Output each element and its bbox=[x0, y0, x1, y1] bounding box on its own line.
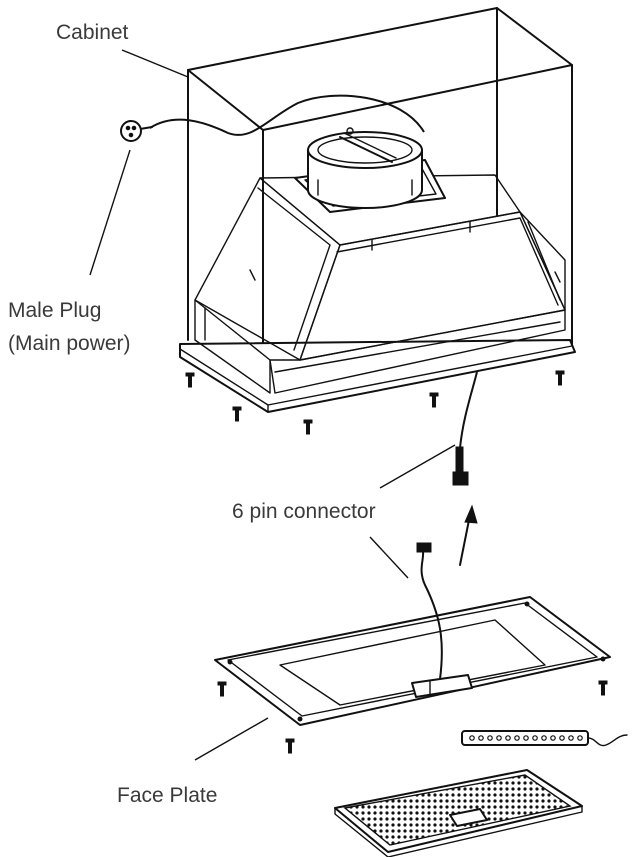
screw-icon bbox=[555, 370, 565, 386]
leader-lines bbox=[89, 49, 456, 761]
upper-screws bbox=[185, 370, 565, 435]
cabinet-box bbox=[187, 7, 573, 386]
screw-icon bbox=[217, 681, 227, 697]
male-plug-sublabel: (Main power) bbox=[8, 332, 131, 355]
screw-icon bbox=[185, 372, 195, 388]
led-light-strip bbox=[461, 730, 628, 747]
face-plate bbox=[214, 542, 611, 726]
face-plate-label: Face Plate bbox=[117, 784, 217, 807]
cabinet-label: Cabinet bbox=[56, 21, 129, 44]
grease-filter bbox=[334, 769, 583, 857]
duct-collar bbox=[294, 127, 446, 213]
screw-icon bbox=[285, 738, 295, 754]
screw-icon bbox=[232, 406, 242, 422]
screw-icon bbox=[429, 392, 439, 408]
screw-icon bbox=[598, 680, 608, 696]
hood-body bbox=[179, 174, 576, 413]
arrow-up-icon bbox=[459, 504, 478, 566]
male-plug bbox=[120, 94, 425, 142]
six-pin-connector-label: 6 pin connector bbox=[232, 500, 376, 523]
screw-icon bbox=[303, 419, 313, 435]
lower-screws bbox=[217, 680, 608, 754]
male-plug-label: Male Plug bbox=[8, 299, 101, 322]
six-pin-connector-upper bbox=[452, 371, 478, 486]
